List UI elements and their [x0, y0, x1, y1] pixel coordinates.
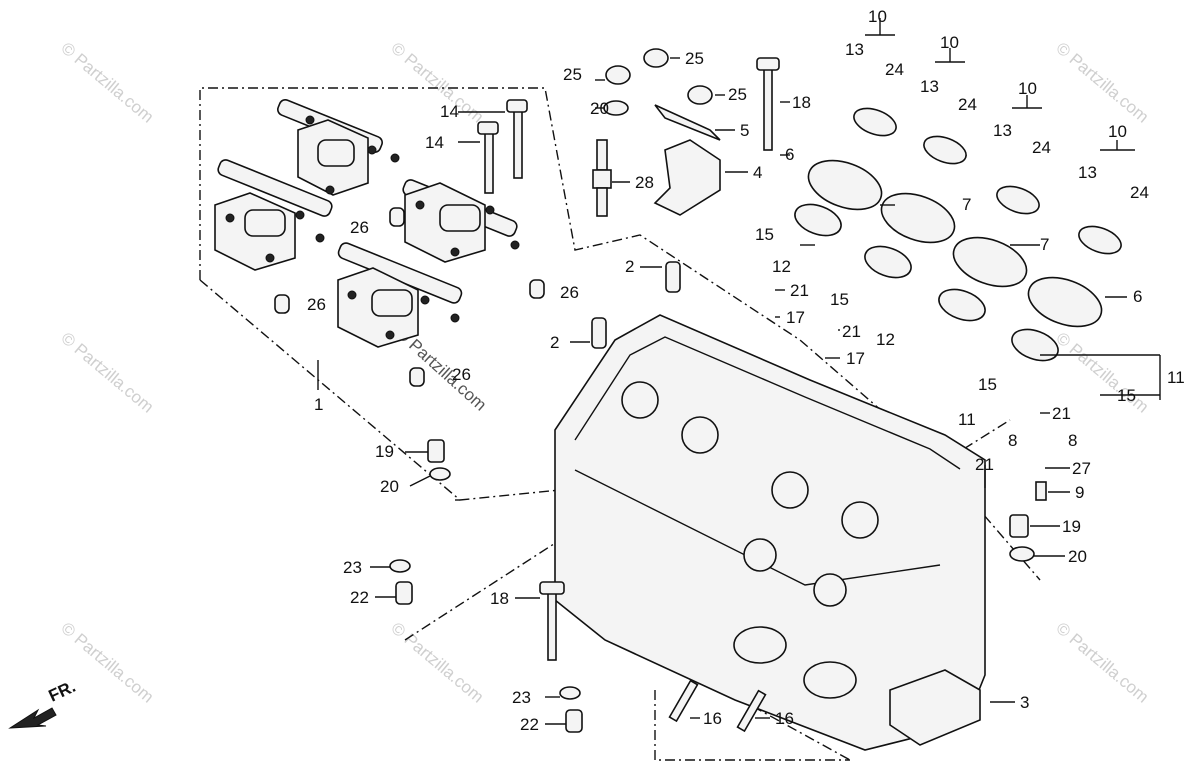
intake-boots — [794, 159, 1103, 362]
callout-10: 10 — [1018, 79, 1037, 98]
callout-16: 16 — [775, 709, 794, 728]
studs — [539, 581, 767, 733]
callout-25: 25 — [728, 85, 747, 104]
callout-23: 23 — [343, 558, 362, 577]
callout-7: 7 — [962, 195, 971, 214]
callout-18: 18 — [792, 93, 811, 112]
callout-2: 2 — [550, 333, 559, 352]
callout-12: 12 — [876, 330, 895, 349]
callout-8: 8 — [1008, 431, 1017, 450]
callout-24: 24 — [958, 95, 977, 114]
callout-10: 10 — [1108, 122, 1127, 141]
callout-26: 26 — [307, 295, 326, 314]
watermark: © Partzilla.com — [387, 619, 487, 707]
callout-28: 28 — [635, 173, 654, 192]
callout-16: 16 — [703, 709, 722, 728]
callout-11: 11 — [1167, 368, 1185, 387]
callout-20: 20 — [380, 477, 399, 496]
callout-19: 19 — [1062, 517, 1081, 536]
callout-26: 26 — [350, 218, 369, 237]
callout-21: 21 — [1052, 404, 1071, 423]
callout-26: 26 — [452, 365, 471, 384]
callout-6: 6 — [785, 145, 794, 164]
callout-23: 23 — [512, 688, 531, 707]
callout-3: 3 — [1020, 693, 1029, 712]
callout-labels: 1 2 2 3 4 5 6 6 7 7 8 8 9 10 10 10 10 11… — [307, 7, 1185, 734]
spark-plug — [592, 139, 612, 217]
watermark: © Partzilla.com — [57, 329, 157, 417]
collars — [274, 207, 545, 387]
callout-7: 7 — [1040, 235, 1049, 254]
leader-lines — [370, 18, 1161, 725]
callout-5: 5 — [740, 121, 749, 140]
callout-13: 13 — [845, 40, 864, 59]
arrow-icon — [8, 707, 57, 729]
callout-12: 12 — [772, 257, 791, 276]
callout-15: 15 — [755, 225, 774, 244]
callout-22: 22 — [520, 715, 539, 734]
callout-25: 25 — [563, 65, 582, 84]
callout-10: 10 — [940, 33, 959, 52]
watermark: © Partzilla.com — [1052, 619, 1152, 707]
callout-22: 22 — [350, 588, 369, 607]
callout-20: 20 — [590, 99, 609, 118]
callout-18: 18 — [490, 589, 509, 608]
callout-19: 19 — [375, 442, 394, 461]
callout-1: 1 — [314, 395, 323, 414]
callout-4: 4 — [753, 163, 762, 182]
watermark: © Partzilla.com — [1052, 39, 1152, 127]
callout-10: 10 — [868, 7, 887, 26]
callout-11: 11 — [958, 410, 976, 429]
callout-17: 17 — [786, 308, 805, 327]
direction-label: FR. — [46, 677, 79, 706]
small-hardware — [389, 261, 1047, 733]
callout-24: 24 — [1130, 183, 1149, 202]
front-direction-indicator: FR. — [8, 677, 79, 729]
callout-21: 21 — [790, 281, 809, 300]
callout-27: 27 — [1072, 459, 1091, 478]
callout-8: 8 — [1068, 431, 1077, 450]
callout-9: 9 — [1075, 483, 1084, 502]
callout-2: 2 — [625, 257, 634, 276]
callout-15: 15 — [978, 375, 997, 394]
bracket-hardware — [603, 48, 780, 216]
rocker-arm-assembly — [214, 98, 520, 348]
callout-13: 13 — [1078, 163, 1097, 182]
callout-13: 13 — [993, 121, 1012, 140]
callout-24: 24 — [1032, 138, 1051, 157]
callout-21: 21 — [975, 455, 994, 474]
callout-20: 20 — [1068, 547, 1087, 566]
callout-13: 13 — [920, 77, 939, 96]
watermark: © Partzilla.com — [387, 39, 487, 127]
cylinder-head — [554, 314, 986, 751]
bolts-14 — [477, 99, 528, 194]
callout-24: 24 — [885, 60, 904, 79]
callout-25: 25 — [685, 49, 704, 68]
callout-17: 17 — [846, 349, 865, 368]
callout-15: 15 — [830, 290, 849, 309]
callout-26: 26 — [560, 283, 579, 302]
callout-6: 6 — [1133, 287, 1142, 306]
watermark: © Partzilla.com — [57, 39, 157, 127]
hose-clamps — [853, 107, 1122, 255]
callout-21: 21 — [842, 322, 861, 341]
callout-14: 14 — [440, 102, 459, 121]
callout-15: 15 — [1117, 386, 1136, 405]
callout-14: 14 — [425, 133, 444, 152]
